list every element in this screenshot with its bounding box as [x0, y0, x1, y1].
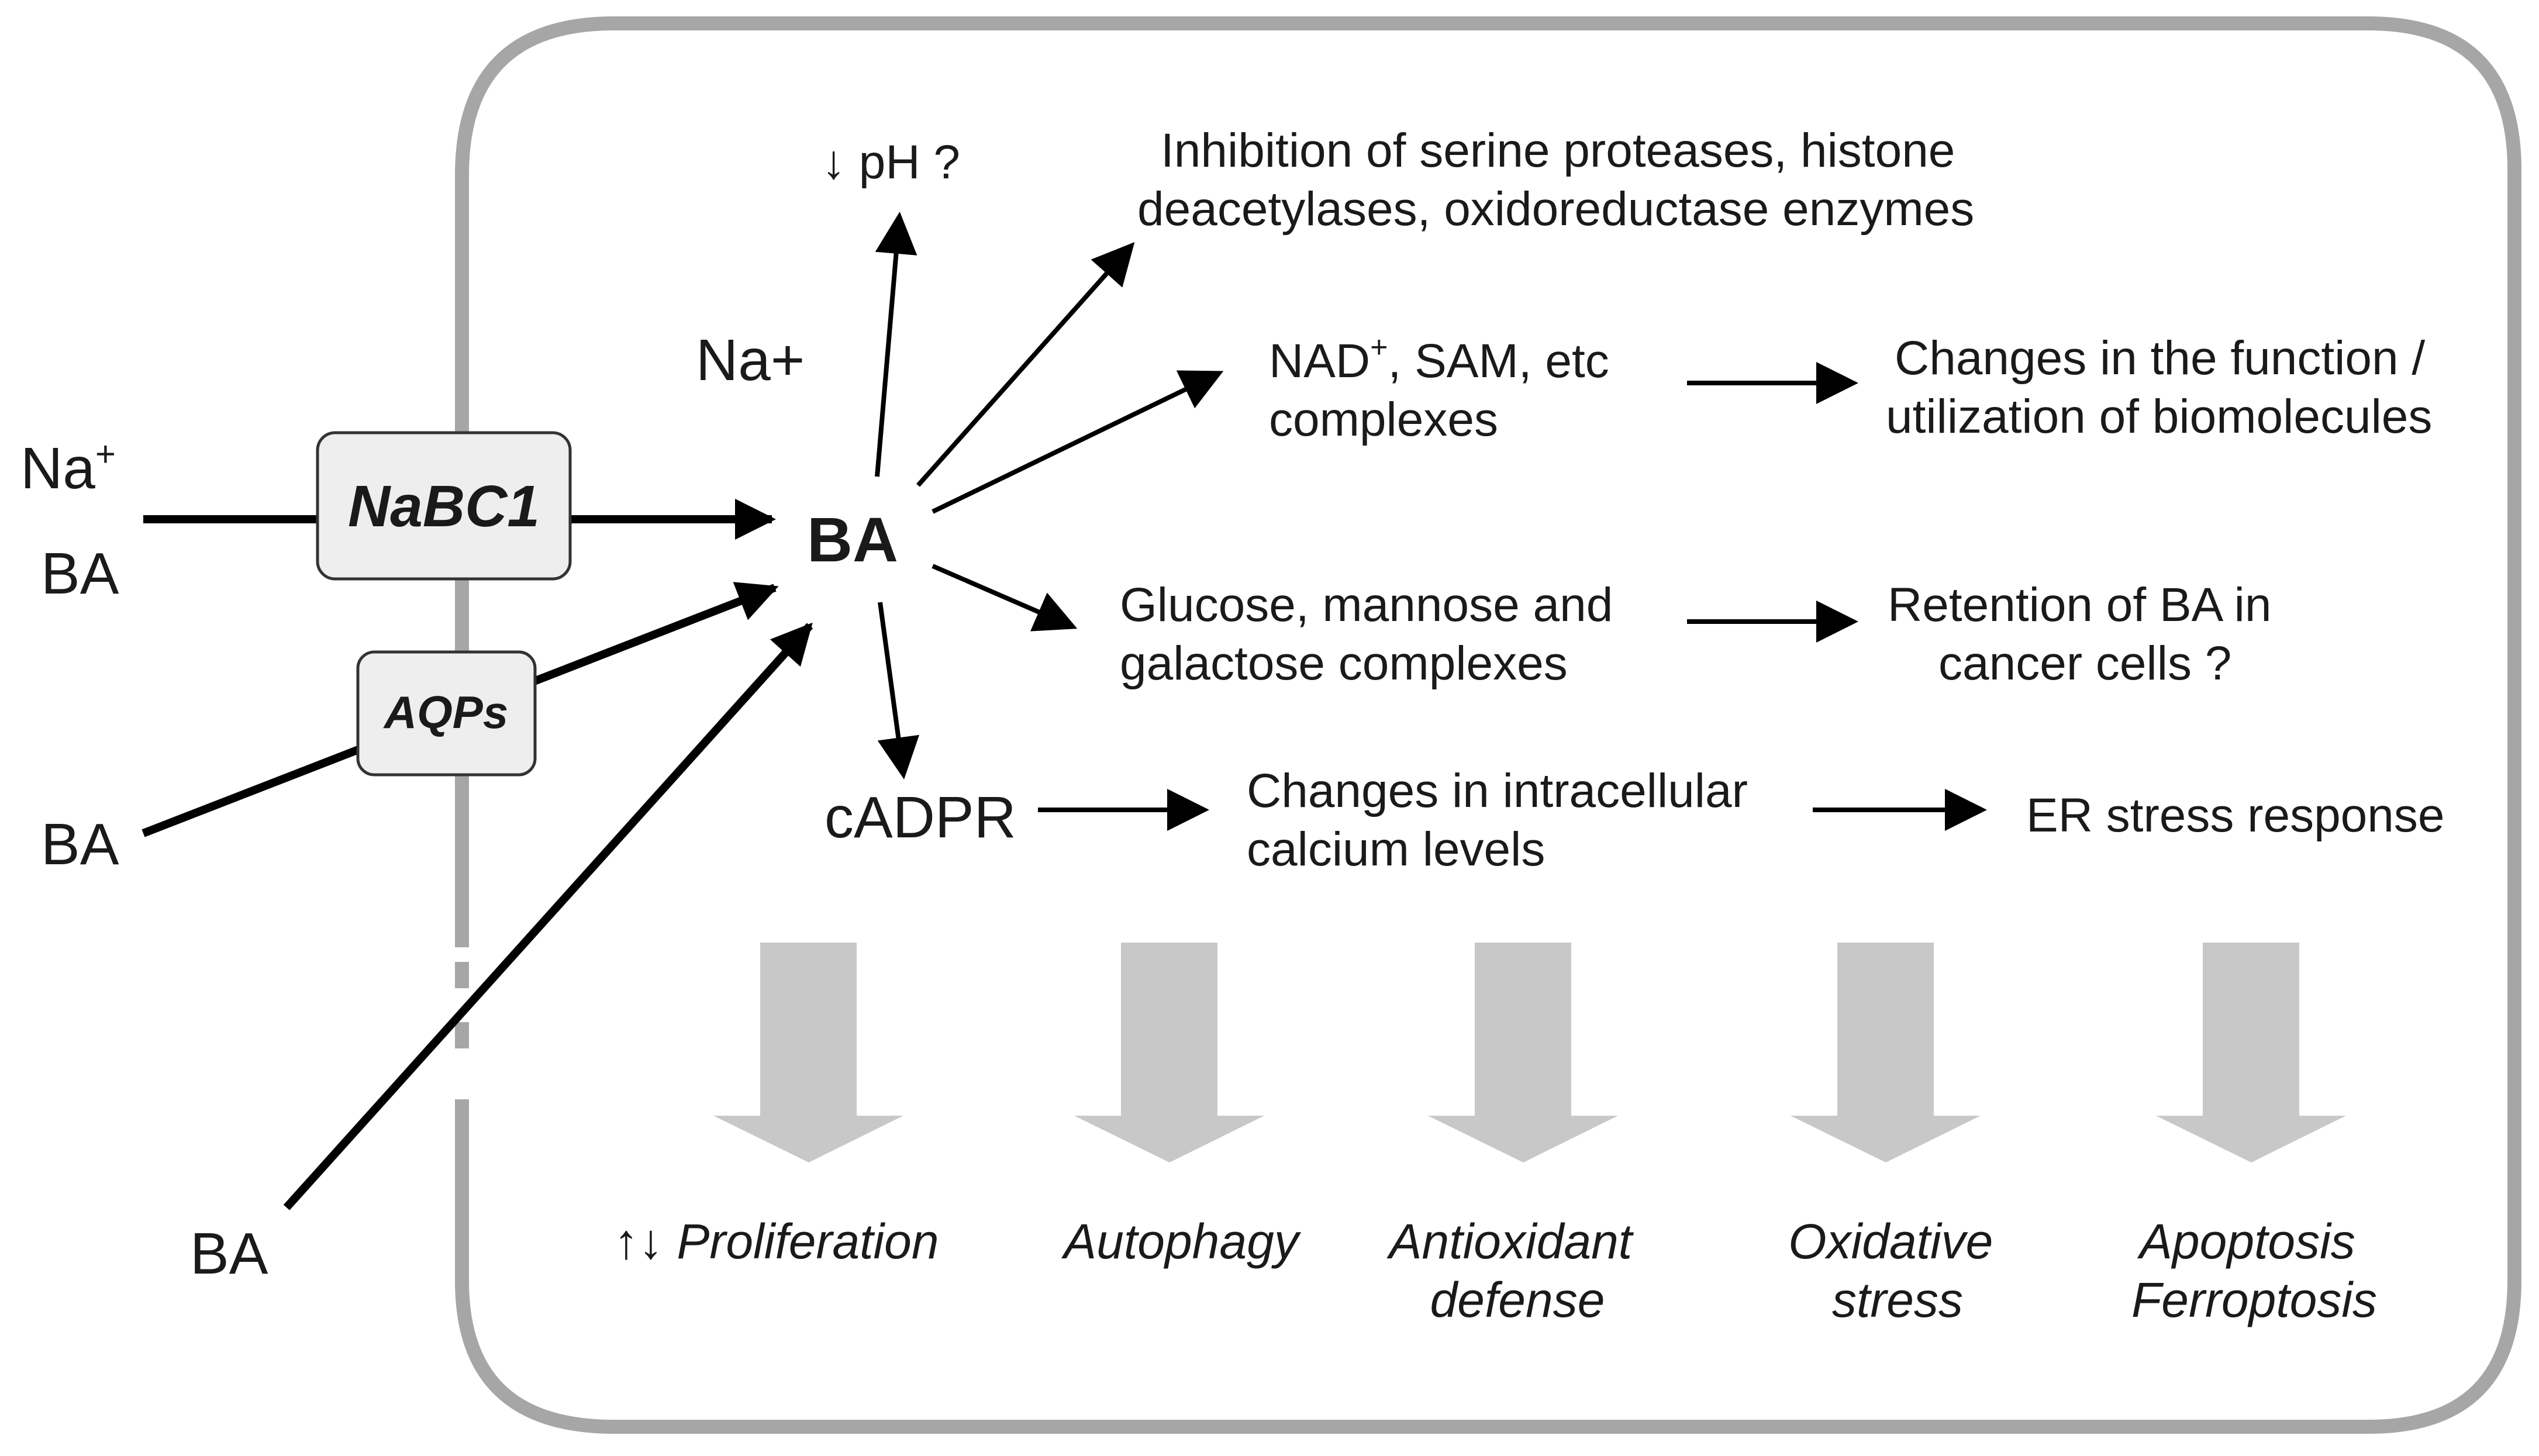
- arrow-to-nad: [932, 370, 1224, 514]
- intracellular-na-label: Na+: [696, 327, 805, 393]
- ph-label: ↓ pH ?: [822, 136, 960, 189]
- outcome-antioxidant: Antioxidant defense: [1386, 1214, 1646, 1327]
- aqps-label: AQPs: [383, 686, 508, 738]
- inhibition-text: Inhibition of serine proteases, histone …: [1137, 124, 1974, 236]
- extracellular-ba-top: BA: [41, 541, 119, 606]
- membrane-gap-dash: [455, 1022, 469, 1048]
- nabc1-label: NaBC1: [348, 474, 540, 539]
- cell-membrane: [455, 16, 2521, 1434]
- extracellular-na-label: Na+: [20, 434, 116, 501]
- membrane-gap-dash: [455, 962, 469, 988]
- glucose-complexes-text: Glucose, mannose and galactose complexes: [1120, 578, 1626, 690]
- outcome-apoptosis: Apoptosis Ferroptosis: [2131, 1214, 2377, 1327]
- big-arrow-proliferation: [713, 943, 903, 1162]
- big-arrow-apoptosis: [2156, 943, 2346, 1162]
- diffusion-entry-arrow: [283, 622, 813, 1210]
- outcome-oxidative: Oxidative stress: [1788, 1214, 2007, 1327]
- nabc1-transporter: [316, 431, 572, 581]
- nad-complexes-text: NAD+, SAM, etc complexes: [1269, 330, 1623, 446]
- outcome-autophagy: Autophagy: [1061, 1214, 1302, 1269]
- extracellular-ba-middle: BA: [41, 812, 119, 877]
- ba-center-label: BA: [807, 504, 898, 575]
- outcome-proliferation: ↑↓ Proliferation: [614, 1214, 939, 1269]
- aqps-transporter: [356, 650, 537, 777]
- retention-text: Retention of BA in cancer cells ?: [1888, 578, 2285, 690]
- arrow-to-glucose: [932, 564, 1078, 632]
- big-arrow-antioxidant: [1428, 943, 1618, 1162]
- arrow-to-ph: [875, 212, 917, 477]
- extracellular-ba-bottom: BA: [190, 1221, 268, 1286]
- changes-function-text: Changes in the function / utilization of…: [1886, 332, 2438, 443]
- arrow-to-cadpr: [877, 602, 920, 779]
- er-stress-text: ER stress response: [2026, 789, 2445, 842]
- arrow-to-inhibition: [916, 242, 1135, 487]
- big-arrow-autophagy: [1074, 943, 1264, 1162]
- big-arrow-oxidative: [1791, 943, 1981, 1162]
- calcium-text: Changes in intracellular calcium levels: [1247, 764, 1761, 876]
- cadpr-label: cADPR: [825, 785, 1016, 850]
